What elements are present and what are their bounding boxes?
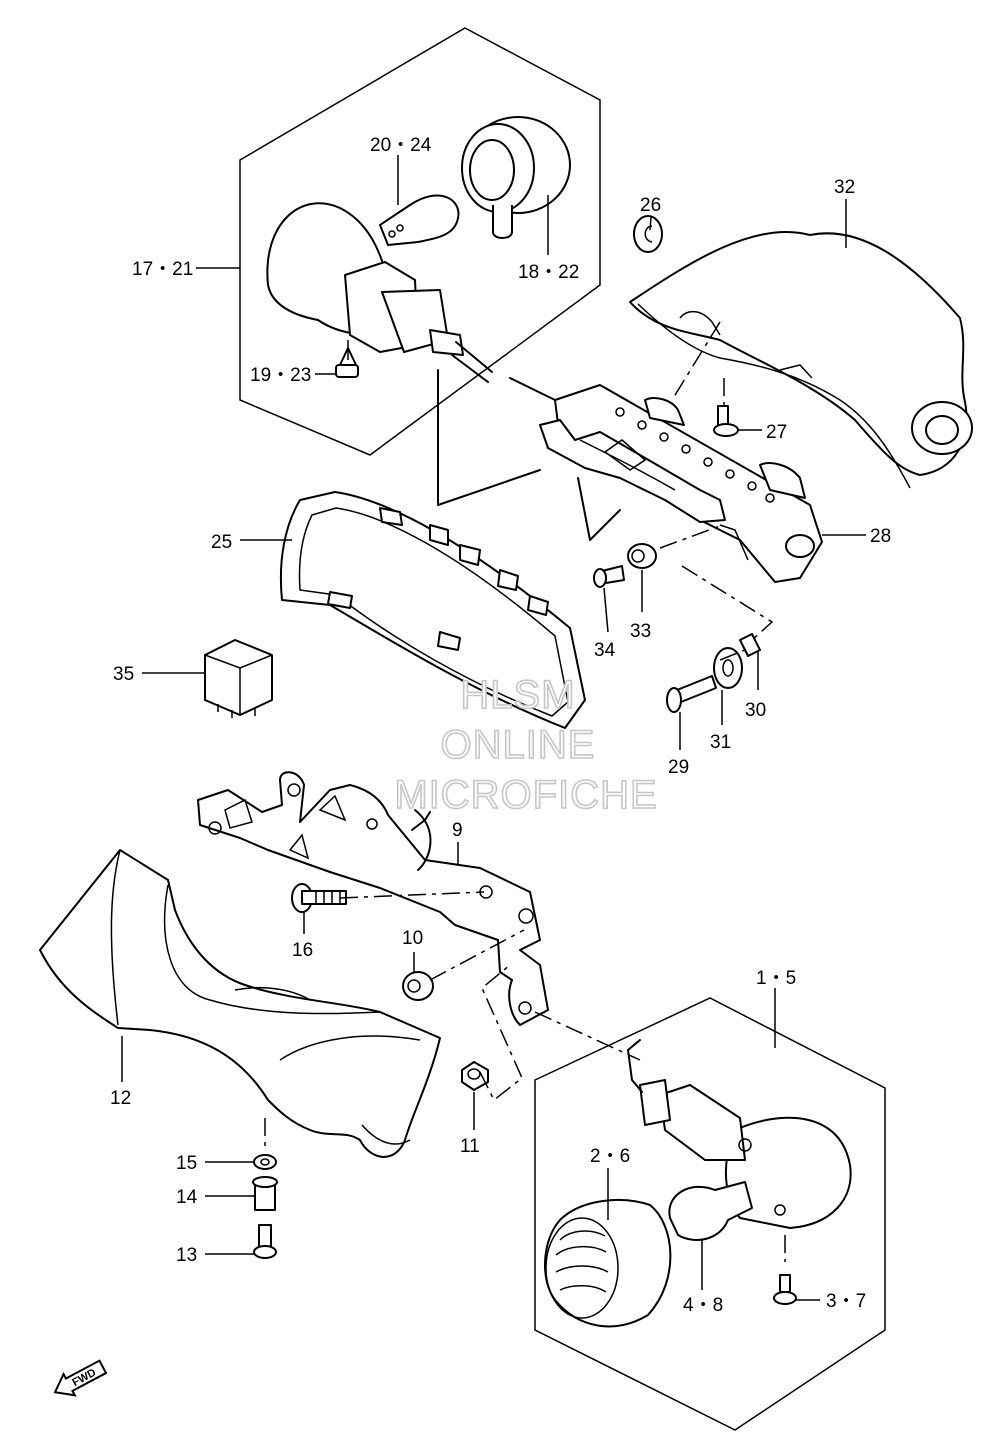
label-2-6: 2・6 xyxy=(590,1146,630,1167)
label-29: 29 xyxy=(668,757,689,778)
watermark-line-3: MICROFICHE xyxy=(394,773,657,817)
label-12: 12 xyxy=(110,1088,131,1109)
cap-30 xyxy=(739,633,761,657)
label-30: 30 xyxy=(745,700,766,721)
screw-13 xyxy=(253,1224,277,1259)
fwd-direction-badge: FWD xyxy=(53,1359,108,1397)
label-4-8: 4・8 xyxy=(683,1295,723,1316)
label-27: 27 xyxy=(766,422,787,443)
label-26: 26 xyxy=(640,195,661,216)
screw-29 xyxy=(666,675,717,713)
label-16: 16 xyxy=(292,940,313,961)
label-1-5: 1・5 xyxy=(756,968,796,989)
label-11: 11 xyxy=(460,1136,480,1157)
label-20-24: 20・24 xyxy=(370,135,432,156)
nut-33 xyxy=(627,543,657,569)
label-15: 15 xyxy=(176,1153,197,1174)
label-28: 28 xyxy=(870,526,891,547)
callout-labels: 1・5 2・6 3・7 4・8 9 10 11 12 13 14 15 16 1… xyxy=(110,135,891,1316)
label-35: 35 xyxy=(113,664,134,685)
grommet-26 xyxy=(633,215,663,253)
tail-light-cover xyxy=(629,230,973,489)
front-turn-signal-group xyxy=(534,997,886,1431)
watermark: HLSM ONLINE MICROFICHE xyxy=(394,672,658,818)
label-25: 25 xyxy=(211,532,232,553)
nut-11 xyxy=(461,1061,489,1091)
screw-34 xyxy=(593,565,625,588)
label-3-7: 3・7 xyxy=(826,1291,866,1312)
rear-left-turn-signal-group xyxy=(239,27,601,456)
label-33: 33 xyxy=(630,621,651,642)
assembly-lines xyxy=(264,321,786,1262)
watermark-line-1: HLSM xyxy=(460,673,575,717)
screw-27 xyxy=(713,405,739,437)
label-19-23: 19・23 xyxy=(250,365,311,386)
label-13: 13 xyxy=(176,1245,197,1266)
label-10: 10 xyxy=(402,928,423,949)
mud-guard xyxy=(39,849,441,1158)
label-18-22: 18・22 xyxy=(518,262,579,283)
label-9: 9 xyxy=(452,820,463,841)
label-32: 32 xyxy=(834,177,855,198)
label-34: 34 xyxy=(594,640,616,661)
bolt-16 xyxy=(291,883,347,913)
collar-14 xyxy=(252,1176,278,1211)
washer-15 xyxy=(253,1154,277,1170)
signal-mount-bracket xyxy=(197,771,549,1026)
washer-31 xyxy=(713,647,743,689)
nut-10 xyxy=(402,971,434,1001)
label-31: 31 xyxy=(710,732,731,753)
leader-lines xyxy=(121,155,866,1301)
fwd-arrow-icon xyxy=(53,1359,108,1397)
turn-signal-relay xyxy=(204,639,273,718)
license-bracket xyxy=(539,384,823,583)
label-14: 14 xyxy=(176,1187,198,1208)
label-17-21: 17・21 xyxy=(132,259,193,280)
watermark-line-2: ONLINE xyxy=(441,723,596,767)
license-lamp xyxy=(279,491,586,729)
